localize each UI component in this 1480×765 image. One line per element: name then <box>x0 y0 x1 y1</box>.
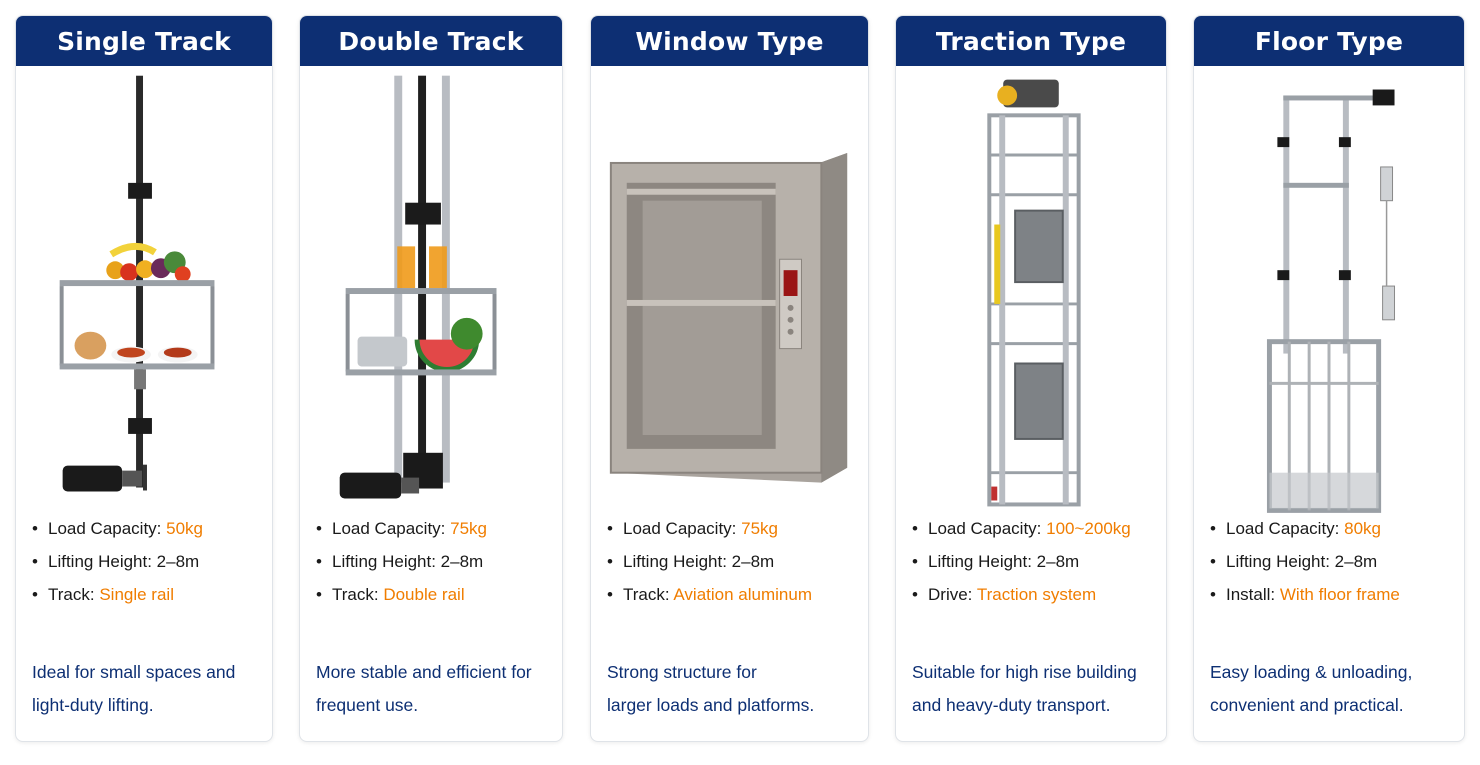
spec-label: Lifting Height: 2–8m <box>332 552 484 571</box>
spec-lifting-height: • Lifting Height: 2–8m <box>1210 545 1456 578</box>
spec-list: • Load Capacity: 100~200kg • Lifting Heigh… <box>912 512 1158 611</box>
bullet: • <box>607 552 613 571</box>
product-card-window-type: Window Type • Load Capacity: 75kg • Liftin… <box>590 15 869 742</box>
card-description: More stable and efficient for frequent u… <box>316 656 556 722</box>
spec-lifting-height: • Lifting Height: 2–8m <box>32 545 264 578</box>
bullet: • <box>912 585 918 604</box>
spec-value: Aviation aluminum <box>673 585 812 604</box>
spec-load-capacity: • Load Capacity: 75kg <box>607 512 860 545</box>
spec-track: • Track: Single rail <box>32 578 264 611</box>
spec-value: 50kg <box>166 519 204 538</box>
description-line: Ideal for small spaces and <box>32 662 236 682</box>
spec-list: • Load Capacity: 75kg • Lifting Height: 2–… <box>316 512 554 611</box>
bullet: • <box>32 519 38 538</box>
spec-label: Lifting Height: 2–8m <box>928 552 1080 571</box>
bullet: • <box>912 519 918 538</box>
bullet: • <box>1210 585 1216 604</box>
spec-value: With floor frame <box>1279 585 1400 604</box>
spec-label: Track: <box>332 585 379 604</box>
spec-lifting-height: • Lifting Height: 2–8m <box>912 545 1158 578</box>
spec-label: Track: <box>48 585 95 604</box>
description-line: Strong structure for <box>607 662 757 682</box>
description-line: Easy loading & unloading, <box>1210 662 1413 682</box>
card-title: Single Track <box>16 16 272 66</box>
product-card-double-track: Double Track •Lo <box>299 15 563 742</box>
spec-load-capacity: • Load Capacity: 80kg <box>1210 512 1456 545</box>
traction-type-dumbwaiter-image <box>896 74 1166 516</box>
spec-load-capacity: • Load Capacity: 50kg <box>32 512 264 545</box>
bullet: • <box>32 552 38 571</box>
single-track-dumbwaiter-image <box>16 74 272 516</box>
spec-value: Single rail <box>99 585 174 604</box>
bullet: • <box>1210 519 1216 538</box>
spec-track: • Track: Double rail <box>316 578 554 611</box>
description-line: convenient and practical. <box>1210 695 1404 715</box>
bullet: • <box>912 552 918 571</box>
bullet: • <box>316 519 322 538</box>
spec-label: Lifting Height: 2–8m <box>1226 552 1378 571</box>
bullet: • <box>316 585 322 604</box>
spec-label: Load Capacity: <box>1226 519 1340 538</box>
spec-label: Drive: <box>928 585 973 604</box>
spec-label: Lifting Height: 2–8m <box>48 552 200 571</box>
card-description: Strong structure for larger loads and pl… <box>607 656 862 722</box>
spec-value: Traction system <box>976 585 1097 604</box>
spec-label: Load Capacity: <box>48 519 162 538</box>
double-track-dumbwaiter-image <box>300 74 562 516</box>
spec-list: • Load Capacity: 75kg • Lifting Height: 2–… <box>607 512 860 611</box>
card-title: Floor Type <box>1194 16 1464 66</box>
spec-value: 75kg <box>450 519 488 538</box>
product-card-single-track: Single Track <box>15 15 273 742</box>
description-line: frequent use. <box>316 695 419 715</box>
spec-value: 80kg <box>1344 519 1382 538</box>
bullet: • <box>32 585 38 604</box>
spec-value: 100~200kg <box>1046 519 1131 538</box>
spec-value: 75kg <box>741 519 779 538</box>
bullet: • <box>607 585 613 604</box>
spec-track: • Track: Aviation aluminum <box>607 578 860 611</box>
description-line: Suitable for high rise building <box>912 662 1137 682</box>
spec-load-capacity: • Load Capacity: 100~200kg <box>912 512 1158 545</box>
spec-label: Load Capacity: <box>332 519 446 538</box>
spec-drive: • Drive: Traction system <box>912 578 1158 611</box>
description-line: light-duty lifting. <box>32 695 154 715</box>
card-description: Easy loading & unloading, convenient and… <box>1210 656 1458 722</box>
spec-list: • Load Capacity: 80kg • Lifting Height: 2–… <box>1210 512 1456 611</box>
window-type-dumbwaiter-image <box>591 74 868 516</box>
card-title: Window Type <box>591 16 868 66</box>
description-line: More stable and efficient for <box>316 662 532 682</box>
spec-lifting-height: • Lifting Height: 2–8m <box>607 545 860 578</box>
spec-lifting-height: • Lifting Height: 2–8m <box>316 545 554 578</box>
card-title: Double Track <box>300 16 562 66</box>
spec-label: Lifting Height: 2–8m <box>623 552 775 571</box>
card-description: Suitable for high rise building and heav… <box>912 656 1160 722</box>
description-line: and heavy-duty transport. <box>912 695 1111 715</box>
description-line: larger loads and platforms. <box>607 695 815 715</box>
bullet: • <box>1210 552 1216 571</box>
spec-install: • Install: With floor frame <box>1210 578 1456 611</box>
bullet: • <box>316 552 322 571</box>
product-card-traction-type: Traction Type • Load Capacity: 100~200kg <box>895 15 1167 742</box>
spec-label: Load Capacity: <box>623 519 737 538</box>
card-title: Traction Type <box>896 16 1166 66</box>
spec-value: Double rail <box>383 585 465 604</box>
spec-label: Install: <box>1226 585 1276 604</box>
bullet: • <box>607 519 613 538</box>
spec-load-capacity: • Load Capacity: 75kg <box>316 512 554 545</box>
spec-label: Load Capacity: <box>928 519 1042 538</box>
spec-list: • Load Capacity: 50kg • Lifting Height: 2–… <box>32 512 264 611</box>
card-description: Ideal for small spaces and light-duty li… <box>32 656 266 722</box>
product-card-floor-type: Floor Type •Load Capaci <box>1193 15 1465 742</box>
floor-type-dumbwaiter-image <box>1194 74 1464 516</box>
spec-label: Track: <box>623 585 670 604</box>
